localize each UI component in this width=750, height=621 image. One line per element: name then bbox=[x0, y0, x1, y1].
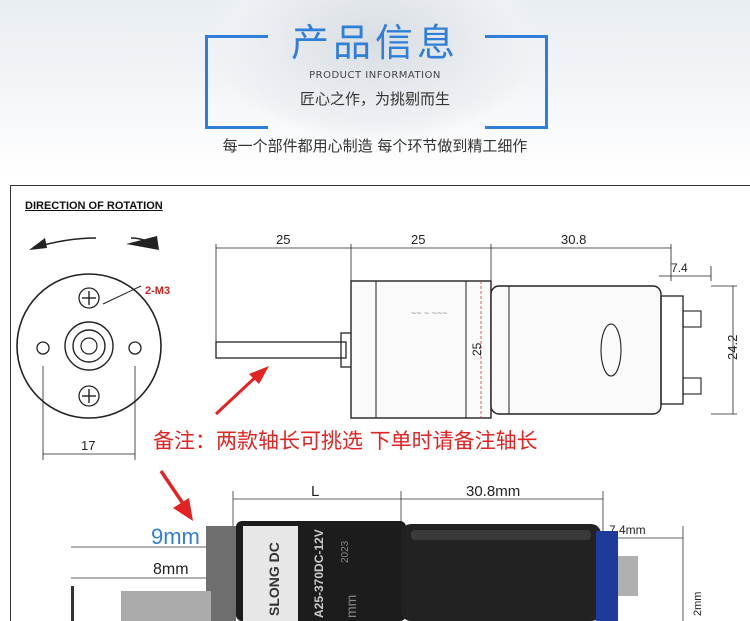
screw-label: 2-M3 bbox=[145, 285, 170, 297]
dim-shaft: 25 bbox=[276, 232, 290, 247]
photo-dim-motor: 30.8mm bbox=[466, 483, 520, 500]
svg-text:~~ ~ ~~~: ~~ ~ ~~~ bbox=[411, 308, 448, 318]
photo-dim-end: 7.4mm bbox=[609, 523, 646, 537]
header-banner: 产品信息 PRODUCT INFORMATION 匠心之作，为挑剔而生 每一个部… bbox=[0, 0, 750, 175]
photo-year: 2023 bbox=[340, 540, 351, 563]
drawing-svg: 2-M3 17 25 25 30.8 7.4 bbox=[16, 232, 740, 621]
rotation-label: DIRECTION OF ROTATION bbox=[25, 200, 163, 212]
rotation-arrows-icon bbox=[29, 236, 159, 250]
photo-dim-9: 9mm bbox=[151, 524, 200, 549]
title-frame-left bbox=[205, 35, 268, 129]
photo-dim-2: 2mm bbox=[692, 592, 704, 616]
shaft-note: 备注：两款轴长可挑选 下单时请备注轴长 bbox=[153, 429, 538, 453]
dim-motor: 30.8 bbox=[561, 232, 586, 247]
side-view: 25 25 30.8 7.4 ~~ ~ ~~~ 25 bbox=[214, 232, 740, 419]
page-subtitle-en: PRODUCT INFORMATION bbox=[309, 70, 441, 81]
dim-height: 25 bbox=[470, 342, 484, 356]
photo-dim-mm: mm bbox=[343, 595, 359, 618]
technical-drawing: DIRECTION OF ROTATION 2-M3 bbox=[10, 185, 750, 621]
motor-photo: L 30.8mm 7.4mm 9mm 8mm SLONG DC A25-370D… bbox=[71, 483, 704, 621]
title-frame-right bbox=[485, 35, 548, 129]
photo-dim-L: L bbox=[311, 483, 319, 500]
dim-gearbox: 25 bbox=[411, 232, 425, 247]
dim-face-width: 17 bbox=[81, 438, 95, 453]
front-face-view: 2-M3 17 bbox=[16, 273, 170, 460]
photo-model: A25-370DC-12V bbox=[312, 529, 326, 618]
dim-motor-dia: 24.2 bbox=[725, 335, 740, 360]
page-tagline: 每一个部件都用心制造 每个环节做到精工细作 bbox=[222, 137, 528, 155]
page-title: 产品信息 bbox=[290, 21, 459, 65]
note-arrow-icon bbox=[159, 470, 193, 521]
photo-dim-8: 8mm bbox=[153, 561, 189, 578]
photo-label: SLONG DC bbox=[266, 542, 282, 616]
dim-end: 7.4 bbox=[671, 261, 688, 275]
page-slogan: 匠心之作，为挑剔而生 bbox=[299, 90, 450, 108]
